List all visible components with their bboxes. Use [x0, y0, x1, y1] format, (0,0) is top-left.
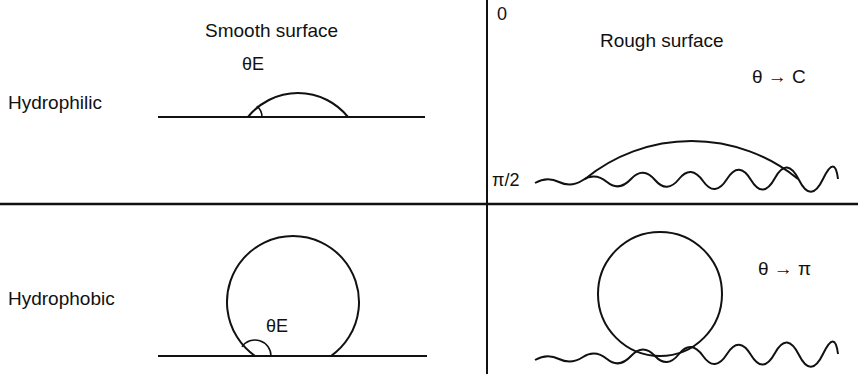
row-heading: Hydrophobic	[8, 288, 115, 310]
column-heading: Rough surface	[600, 30, 724, 52]
contact-angle-arc	[242, 340, 271, 356]
droplet-outline	[227, 236, 359, 356]
droplet-outline	[585, 141, 798, 179]
axis-value: π/2	[492, 170, 519, 191]
rough-surface-line	[535, 342, 838, 367]
rough-surface-line	[535, 167, 838, 192]
horizontal-axis	[0, 203, 858, 206]
smooth-surface-line	[158, 355, 427, 357]
droplet-outline	[598, 232, 722, 356]
axis-value: 0	[497, 4, 507, 25]
vertical-axis	[486, 0, 488, 374]
droplet-outline	[248, 93, 348, 117]
limit-label: θ → π	[758, 258, 811, 280]
row-heading: Hydrophilic	[8, 92, 102, 114]
limit-label: θ → C	[752, 66, 806, 88]
column-heading: Smooth surface	[205, 20, 338, 42]
contact-angle-arc	[257, 106, 262, 117]
smooth-surface-line	[158, 116, 425, 118]
angle-label: θE	[242, 54, 264, 75]
angle-label: θE	[266, 316, 288, 337]
